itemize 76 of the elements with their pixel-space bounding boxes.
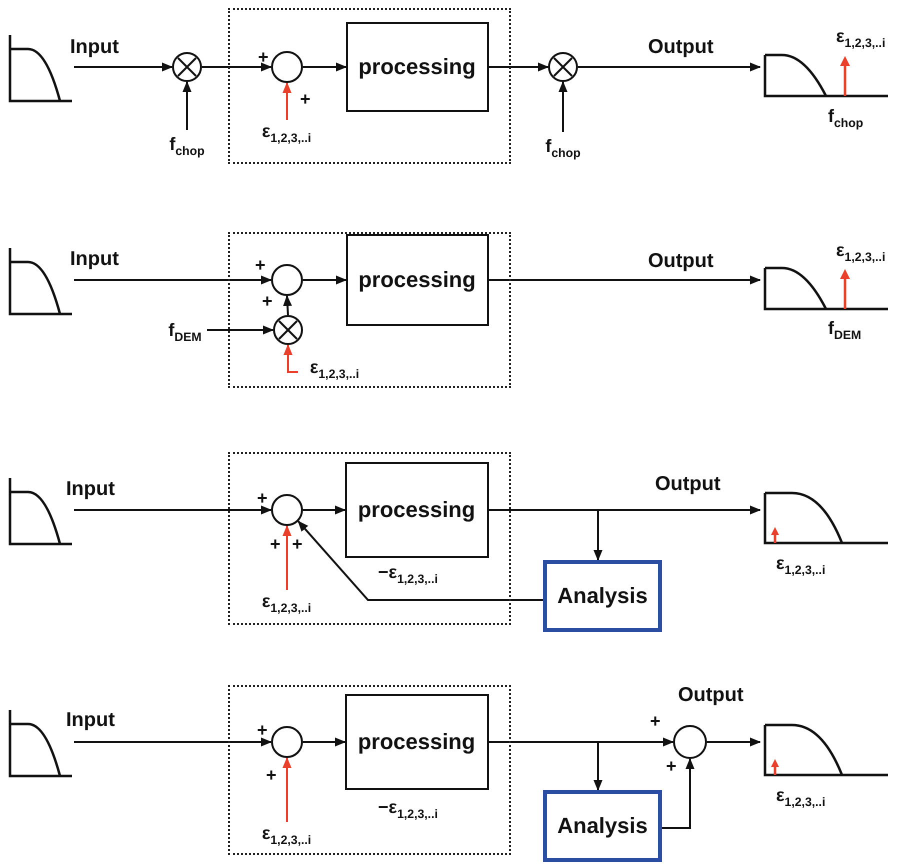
dotted-boundary	[228, 8, 511, 164]
arrow	[282, 82, 292, 120]
summing-junction	[270, 494, 302, 526]
arrow	[182, 81, 192, 130]
signal-label: f$_{chop}$	[541, 132, 585, 160]
summing-junction	[270, 726, 302, 758]
sign-label: +	[257, 721, 268, 739]
arrow	[282, 757, 292, 822]
processing-block: processing	[344, 462, 488, 558]
sign-label: +	[255, 256, 266, 274]
multiplier-symbol	[172, 52, 202, 82]
dotted-boundary	[228, 232, 511, 388]
sign-label: +	[300, 90, 311, 108]
dotted-boundary	[228, 452, 511, 625]
arrow	[662, 758, 694, 829]
processing-block: processing	[346, 22, 488, 112]
processing-block: processing	[346, 234, 488, 326]
arrow	[74, 738, 272, 746]
signal-label: ε$_{1,2,3,..i}$	[776, 785, 826, 806]
sign-label: +	[266, 766, 277, 784]
processing-block: processing	[344, 694, 488, 790]
signal-label: −ε$_{1,2,3,..i}$	[378, 562, 438, 583]
arrow	[298, 520, 543, 601]
arrow	[303, 506, 346, 514]
multiplier-symbol	[548, 52, 578, 82]
arrow	[558, 81, 568, 132]
arrow	[489, 741, 602, 791]
signal-label: Output	[678, 684, 744, 707]
arrow	[707, 738, 761, 746]
edge-label: Output	[648, 250, 714, 273]
summing-junction	[270, 50, 302, 82]
arrow	[202, 62, 272, 72]
dotted-boundary	[228, 685, 511, 855]
analysis-block: Analysis	[543, 560, 662, 632]
signal-label: f$_{chop}$	[828, 106, 864, 127]
arrow	[207, 326, 274, 334]
edge-label: Input	[70, 248, 119, 271]
sign-label: +	[292, 535, 303, 553]
edge-label: Output	[655, 473, 721, 496]
sign-label: +	[262, 292, 273, 310]
signal-label: −ε$_{1,2,3,..i}$	[378, 797, 438, 818]
arrow	[282, 525, 292, 590]
arrow	[284, 344, 298, 373]
signal-label: ε$_{1,2,3,..i}$	[298, 356, 372, 380]
signal-label: ε$_{1,2,3,..i}$	[252, 120, 322, 144]
arrow	[489, 276, 761, 284]
summing-junction	[270, 264, 302, 296]
arrow	[489, 62, 549, 72]
analysis-block: Analysis	[543, 790, 662, 862]
arrow	[578, 62, 761, 72]
arrow	[303, 738, 346, 746]
arrow	[303, 62, 347, 72]
arrow	[283, 295, 292, 316]
sign-label: +	[666, 757, 677, 775]
edge-label: Output	[648, 36, 714, 59]
signal-label: ε$_{1,2,3,..i}$	[252, 822, 322, 846]
signal-label: f$_{chop}$	[165, 130, 209, 158]
arrow	[74, 62, 173, 72]
signal-label: f$_{DEM}$	[163, 316, 207, 344]
signal-label: ε$_{1,2,3,..i}$	[776, 553, 826, 574]
signal-label: f$_{DEM}$	[828, 318, 862, 339]
signal-label: ε$_{1,2,3,..i}$	[252, 590, 322, 614]
arrow	[74, 506, 272, 514]
sign-label: +	[257, 489, 268, 507]
edge-label: Input	[66, 478, 115, 501]
summing-junction	[673, 725, 707, 759]
edge-label: Input	[70, 36, 119, 59]
arrow	[74, 276, 272, 284]
edge-label: Input	[66, 709, 115, 732]
signal-label: ε$_{1,2,3,..i}$	[836, 26, 886, 47]
signal-label: ε$_{1,2,3,..i}$	[836, 240, 886, 261]
arrow	[303, 276, 347, 284]
sign-label: +	[258, 48, 269, 66]
multiplier-symbol	[272, 314, 302, 344]
sign-label: +	[650, 712, 661, 730]
sign-label: +	[270, 535, 281, 553]
